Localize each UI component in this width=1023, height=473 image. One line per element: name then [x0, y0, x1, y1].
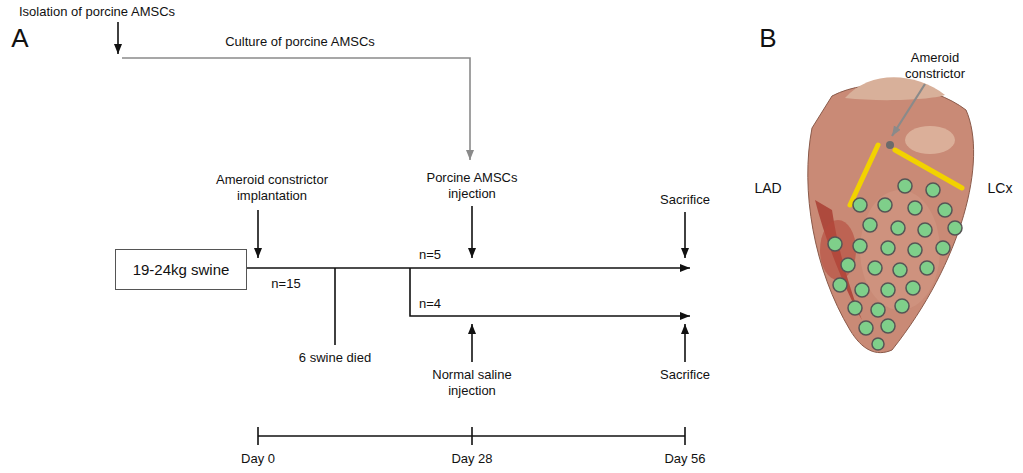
callout-label: Ameroid constrictor: [893, 50, 978, 82]
timeline: [247, 267, 690, 269]
note: 6 swine died: [299, 350, 371, 366]
timeline: [410, 268, 690, 316]
step-label: Ameroid constrictor implantation: [207, 172, 337, 204]
branch-line: [334, 268, 336, 345]
artery-label: LAD: [754, 180, 781, 197]
step-label: Porcine AMSCs injection: [417, 170, 527, 202]
arrow: [471, 324, 473, 362]
axis-label: Day 56: [664, 451, 705, 467]
lad-artery: [850, 145, 878, 205]
fat-patch: [905, 126, 955, 154]
axis-label: Day 0: [241, 451, 275, 467]
tick: [257, 427, 259, 445]
ameroid-constrictor: [886, 141, 894, 149]
infarct-patch: [815, 200, 862, 320]
group-size: n=4: [419, 296, 441, 312]
box-text: 19-24kg swine: [133, 261, 230, 278]
arrow: [684, 212, 686, 258]
step-label: Sacrifice: [660, 367, 710, 383]
culture-arrow: [122, 58, 470, 160]
step-label: Culture of porcine AMSCs: [225, 34, 375, 50]
infarct-patch: [820, 220, 856, 280]
arrow: [117, 22, 119, 54]
panel-label: A: [11, 22, 28, 54]
arrow: [257, 210, 259, 258]
leader-arrow: [892, 84, 925, 136]
muscle-shade: [860, 190, 940, 310]
heart: [808, 77, 974, 352]
tick: [684, 427, 686, 445]
group-size: n=15: [271, 276, 300, 292]
arrow: [684, 324, 686, 362]
panel-label: B: [759, 22, 776, 54]
axis-label: Day 28: [451, 451, 492, 467]
process-box: 19-24kg swine: [115, 249, 247, 290]
step-label: Isolation of porcine AMSCs: [19, 4, 175, 20]
step-label: Sacrifice: [660, 192, 710, 208]
tick: [471, 427, 473, 445]
heart-outline: [808, 85, 974, 353]
group-size: n=5: [419, 247, 441, 263]
step-label: Normal saline injection: [422, 367, 522, 399]
injection-sites: [828, 179, 962, 350]
artery-label: LCx: [988, 180, 1013, 197]
arrow: [471, 206, 473, 258]
